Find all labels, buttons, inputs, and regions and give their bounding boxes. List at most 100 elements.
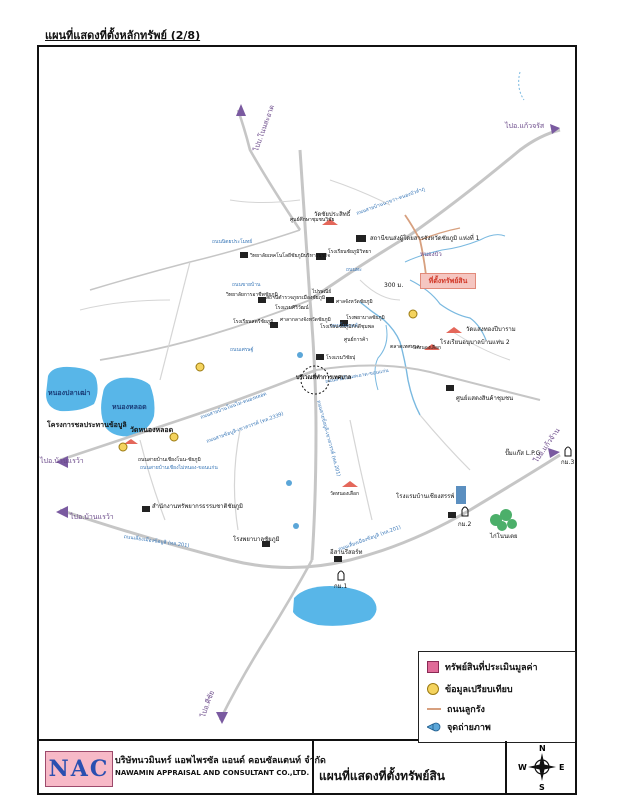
property-location-label: ที่ตั้งทรัพย์สิน [420,273,476,289]
road-nw [236,109,302,231]
place-label: ศูนย์การค้า [344,337,369,343]
stream-5 [518,71,525,101]
road-west [59,368,317,462]
road-label: ถนนสายบ้านเชียงไม่หนอง-ขอนแก่น [140,465,218,471]
company-name-english: NAWAMIN APPRAISAL AND CONSULTANT CO.,LTD… [115,769,310,777]
place-label: ตลาดเทศบาล [390,344,420,350]
legend-item-road: ถนนลูกรัง [427,702,485,716]
comparison-swatch [427,683,439,695]
place-label: ศูนย์แสดงสินค้าชุมชน [456,395,514,402]
stream-3 [374,324,388,391]
company-name-thai: บริษัทนวมินทร์ แอพไพรซัล แอนด์ คอนซัลแตน… [115,756,326,766]
hotel-tower [456,486,466,504]
place-label: ศาลจังหวัดชัยภูมิ [336,299,373,305]
map-title: แผนที่แสดงที่ตั้งทรัพย์สิน [319,769,445,783]
road-minor-5 [139,439,166,521]
km-label: กม.2 [458,521,472,528]
road-minor-2 [349,419,373,521]
place-label: วิทยาลัยเทคโนโลยีชัยภูมิบริหารธุรกิจ [250,253,331,259]
town-center-circle [300,365,330,395]
stream-1 [359,301,421,416]
temple-markers [124,219,462,487]
place-label: โรงพยาบาลชัยภูมิ [346,315,385,321]
place-label: โรงเรียนชัยภูมิภักดีชุมพล [320,324,375,330]
place-label: สถานีตำรวจภูธรเมืองชัยภูมิ [266,295,326,301]
place-label: ถนนสายบ้านเชียงโนน-ชัยภูมิ [138,457,201,463]
road-e [315,364,541,401]
road-minor-10 [359,279,401,301]
place-label: หนองหลอด [112,403,147,411]
footer-divider [312,741,314,793]
place-label: ปั๊มแก๊ส L.P.G [505,450,541,457]
compass-n: N [539,744,546,753]
laterite-road-swatch [427,708,441,710]
stream-2 [409,279,487,341]
place-label: โรงแรมบ้านเชียงสรรพ์ [396,493,455,500]
road-minor-9 [449,329,511,361]
page-title: แผนที่แสดงที่ตั้งหลักทรัพย์ (2/8) [45,29,201,42]
place-label: โรงเรียนสตรีชัยภูมิ [233,319,274,325]
direction-label-top-right: ไปอ.แก้วจรัส [505,122,545,130]
road-minor-3 [419,414,471,471]
compass-e: E [559,763,564,772]
road-w3 [89,229,301,291]
legend-item-photo: จุดถ่ายภาพ [427,720,491,734]
road-main-ns [298,149,318,561]
road-minor-8 [329,179,391,206]
legend-item-assessed: ทรัพย์สินที่ประเมินมูลค่า [427,660,538,674]
road-label: ถนนขายบ้าน [232,282,261,288]
road-minor-6 [79,299,171,311]
road-sw [218,559,314,721]
place-label: ศาลากลางจังหวัดชัยภูมิ [280,317,331,323]
place-label: วัดชัยประสิทธิ์ [314,211,351,218]
road-label: ถนนโมงเลเย้ [330,323,358,329]
place-label: โรงเรียนอนุบาลบ้านแท่น 2 [440,339,510,346]
road-w2 [99,299,311,361]
place-label: หนองบัว [420,251,442,258]
property-distance: 300 ม. [384,282,404,289]
place-label: บริเวณที่ทำการเทศบาล [296,375,352,381]
water-nong-pla-thao [46,366,98,412]
place-label: ไก่โนนเตย [490,533,518,540]
assessed-property-swatch [427,661,439,673]
road-label: ถนนทะ [346,267,362,273]
place-label: โรงแรมวิชัยปุ [326,355,356,361]
place-label: โรงเรียนชัยภูมิวิทยา [328,249,372,255]
place-label: สถานีขนส่งผู้โดยสารจังหวัดชัยภูมิ แห่งที… [370,235,480,242]
photo-point-icon [427,722,441,732]
direction-arrows [56,104,560,724]
road-minor-4 [233,429,241,531]
footer-panel: NAC บริษัทนวมินทร์ แอพไพรซัล แอนด์ คอนซั… [37,741,577,795]
map-frame [37,45,577,741]
place-label: โรงแรมศิริวัฒน์ [275,305,309,311]
km-posts [337,446,572,581]
road-minor-1 [159,261,191,381]
road-minor-7 [229,199,301,203]
place-label: อีสานรีสอร์ท [330,549,363,556]
company-logo: NAC [45,751,113,787]
road-label: ถนนนิตยประโมทย์ [212,239,253,245]
compass-s: S [539,783,545,791]
footer-divider [505,741,507,793]
map-legend: ทรัพย์สินที่ประเมินมูลค่า ข้อมูลเปรียบเท… [418,651,576,743]
place-label: หนองปลาเฒ่า [48,389,91,397]
compass-w: W [518,763,527,772]
place-label: วัดหนองเลือก [412,345,442,351]
place-label: วิทยาลัยการอาชีพชัยภูมิ [226,292,278,298]
water-lake-south [293,586,377,626]
km-label: กม.3 [561,459,575,466]
water-nong-lot [101,377,155,437]
compass-icon: N S W E [518,744,564,791]
direction-label-left-lower: ไปอ.บ้านแรว้า [70,513,114,521]
building-markers [142,235,456,562]
road-label: ถนนเศรษฐ์ [230,347,254,353]
tree-cluster [490,509,517,531]
place-label: ศูนย์ศึกษาชุมชนวิชัย [290,217,335,223]
place-label: วัดหนองหลอด [130,426,174,434]
laterite-road [404,214,427,276]
place-label: โรงพยาบาลชัยภูมิ [233,536,280,543]
place-label: วัดหนองเลือก [330,491,360,497]
direction-label-left-upper: ไปอ.บ้านแรว้า [40,457,84,465]
km-label: กม.1 [334,583,348,590]
